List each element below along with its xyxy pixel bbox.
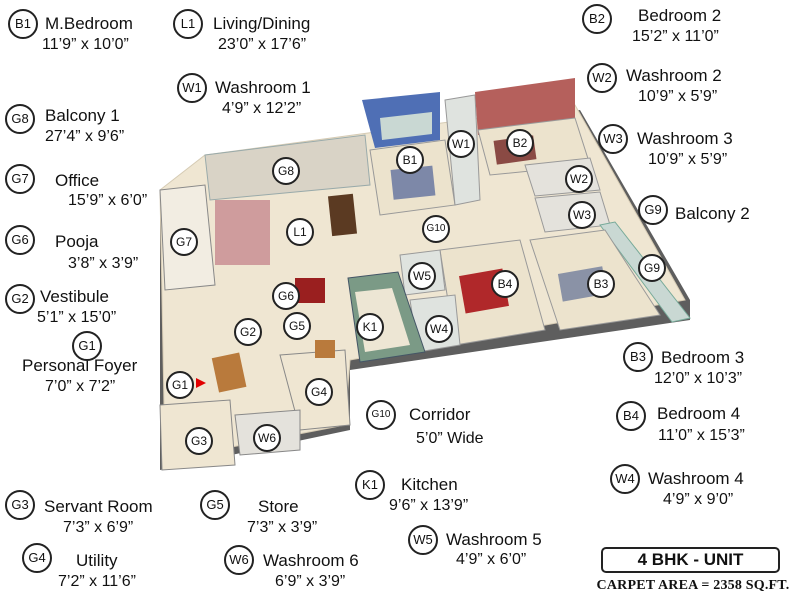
legend-dim-w1: 4’9” x 12’2” <box>222 100 302 117</box>
legend-name-w2: Washroom 2 <box>626 66 722 85</box>
legend-badge-g2: G2 <box>5 284 35 314</box>
legend-dim-g3: 7’3” x 6’9” <box>63 519 134 536</box>
plan-tag-w2: W2 <box>565 165 593 193</box>
legend-badge-w3: W3 <box>598 124 628 154</box>
legend-name-w1: Washroom 1 <box>215 78 311 97</box>
legend-dim-b3: 12’0” x 10’3” <box>654 370 743 387</box>
legend-badge-b3: B3 <box>623 342 653 372</box>
legend-badge-b2: B2 <box>582 4 612 34</box>
legend-name-w3: Washroom 3 <box>637 129 733 148</box>
legend-name-g7: Office <box>55 171 100 190</box>
legend-name-b4: Bedroom 4 <box>657 404 741 423</box>
legend-dim-k1: 9’6” x 13’9” <box>389 497 469 514</box>
entry-arrow-icon <box>196 378 206 388</box>
legend-dim-g6: 3’8” x 3’9” <box>68 255 139 272</box>
dining-table <box>327 193 358 237</box>
legend-name-g10: Corridor <box>409 405 471 424</box>
plan-tag-w1: W1 <box>447 130 475 158</box>
plan-tag-g10: G10 <box>422 215 450 243</box>
legend-dim-g1: 7’0” x 7’2” <box>45 378 116 395</box>
carpet-area-label: CARPET AREA = 2358 SQ.FT. <box>596 578 790 593</box>
legend-dim-w4: 4’9” x 9’0” <box>663 491 734 508</box>
legend-badge-b1: B1 <box>8 9 38 39</box>
legend-dim-l1: 23’0” x 17’6” <box>218 36 307 53</box>
plan-tag-g5: G5 <box>283 312 311 340</box>
legend-name-g4: Utility <box>76 551 118 570</box>
legend-name-l1: Living/Dining <box>213 14 311 33</box>
legend-badge-w4: W4 <box>610 464 640 494</box>
plan-tag-g7: G7 <box>170 228 198 256</box>
plan-tag-w3: W3 <box>568 201 596 229</box>
legend-name-g8: Balcony 1 <box>45 106 120 125</box>
vestibule-door <box>315 340 335 358</box>
legend-badge-w2: W2 <box>587 63 617 93</box>
plan-tag-w5: W5 <box>408 262 436 290</box>
legend-badge-g1: G1 <box>72 331 102 361</box>
unit-type-label: 4 BHK - UNIT <box>601 547 780 573</box>
legend-dim-g7: 15’9” x 6’0” <box>68 192 148 209</box>
plan-tag-b4: B4 <box>491 270 519 298</box>
legend-badge-g3: G3 <box>5 490 35 520</box>
legend-badge-w5: W5 <box>408 525 438 555</box>
legend-badge-g10: G10 <box>366 400 396 430</box>
legend-name-g5: Store <box>258 497 299 516</box>
legend-dim-g5: 7’3” x 3’9” <box>247 519 318 536</box>
legend-dim-g8: 27’4” x 9’6” <box>45 128 125 145</box>
plan-tag-b1: B1 <box>396 146 424 174</box>
plan-tag-k1: K1 <box>356 313 384 341</box>
entrance-door <box>211 352 247 393</box>
legend-name-w4: Washroom 4 <box>648 469 744 488</box>
plan-tag-g8: G8 <box>272 157 300 185</box>
legend-dim-w3: 10’9” x 5’9” <box>648 151 728 168</box>
legend-badge-w1: W1 <box>177 73 207 103</box>
plan-tag-g6: G6 <box>272 282 300 310</box>
plan-tag-g9: G9 <box>638 254 666 282</box>
master-bedroom-window <box>380 112 432 140</box>
legend-badge-g8: G8 <box>5 104 35 134</box>
plan-tag-g1: G1 <box>166 371 194 399</box>
legend-badge-g9: G9 <box>638 195 668 225</box>
plan-tag-w6: W6 <box>253 424 281 452</box>
legend-badge-b4: B4 <box>616 401 646 431</box>
legend-name-g6: Pooja <box>55 232 99 251</box>
sofa-set <box>215 200 270 265</box>
plan-tag-w4: W4 <box>425 315 453 343</box>
legend-dim-g2: 5’1” x 15’0” <box>37 309 117 326</box>
plan-tag-g3: G3 <box>185 427 213 455</box>
legend-badge-l1: L1 <box>173 9 203 39</box>
legend-dim-b1: 11’9” x 10’0” <box>42 36 129 53</box>
legend-badge-g5: G5 <box>200 490 230 520</box>
legend-name-g9: Balcony 2 <box>675 204 750 223</box>
legend-badge-g6: G6 <box>5 225 35 255</box>
legend-badge-g4: G4 <box>22 543 52 573</box>
plan-tag-b2: B2 <box>506 129 534 157</box>
legend-badge-g7: G7 <box>5 164 35 194</box>
legend-name-w6: Washroom 6 <box>263 551 359 570</box>
plan-tag-g4: G4 <box>305 378 333 406</box>
legend-name-g1: Personal Foyer <box>22 356 138 375</box>
legend-dim-w2: 10’9” x 5’9” <box>638 88 718 105</box>
pooja-room <box>295 278 325 303</box>
legend-dim-b2: 15’2” x 11’0” <box>632 28 719 45</box>
legend-badge-w6: W6 <box>224 545 254 575</box>
legend-name-g2: Vestibule <box>40 287 109 306</box>
plan-tag-l1: L1 <box>286 218 314 246</box>
legend-dim-g10: 5’0” Wide <box>416 430 484 447</box>
plan-tag-g2: G2 <box>234 318 262 346</box>
legend-dim-g4: 7’2” x 11’6” <box>58 573 136 590</box>
legend-name-b3: Bedroom 3 <box>661 348 745 367</box>
legend-name-w5: Washroom 5 <box>446 530 542 549</box>
legend-dim-w5: 4’9” x 6’0” <box>456 551 527 568</box>
legend-badge-k1: K1 <box>355 470 385 500</box>
legend-dim-b4: 11’0” x 15’3” <box>658 427 745 444</box>
master-bed <box>390 165 436 200</box>
legend-name-b1: M.Bedroom <box>45 14 133 33</box>
legend-name-k1: Kitchen <box>401 475 458 494</box>
legend-dim-w6: 6’9” x 3’9” <box>275 573 346 590</box>
legend-name-g3: Servant Room <box>44 497 153 516</box>
legend-name-b2: Bedroom 2 <box>638 6 722 25</box>
plan-tag-b3: B3 <box>587 270 615 298</box>
